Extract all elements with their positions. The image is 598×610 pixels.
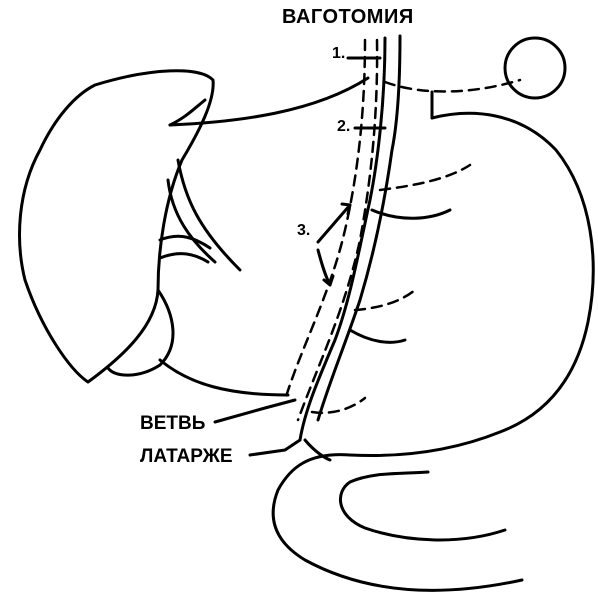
nerve-branch-4 [372,210,450,218]
latarjet-leader [215,400,295,422]
nerve-branch-2 [355,290,415,310]
vessel-4 [160,254,208,262]
vessel-3 [160,236,210,248]
vessel-2 [168,180,215,262]
stomach-outline [273,113,593,590]
marker-2: 2. [337,118,350,136]
diagram-title: ВАГОТОМИЯ [282,6,414,29]
branch-label-line-1: ВЕТВЬ [140,413,205,435]
omentum-lower [160,360,288,395]
arrow-3-down [318,250,333,285]
vagus-hepatic-branch [385,80,520,92]
nerve-branch-5 [350,330,405,342]
hepatic-branch-solid [170,100,205,125]
marker-3: 3. [297,222,310,240]
nerve-branch-1 [380,165,470,190]
duodenum-inner [340,472,505,540]
arrow-3-up [318,204,350,242]
latarjet-leader-2 [250,440,300,455]
branch-label-line-2: ЛАТАРЖЕ [140,446,233,468]
marker-1: 1. [332,45,345,63]
vagus-trunk-anterior [285,40,365,400]
celiac-loop [505,38,565,98]
